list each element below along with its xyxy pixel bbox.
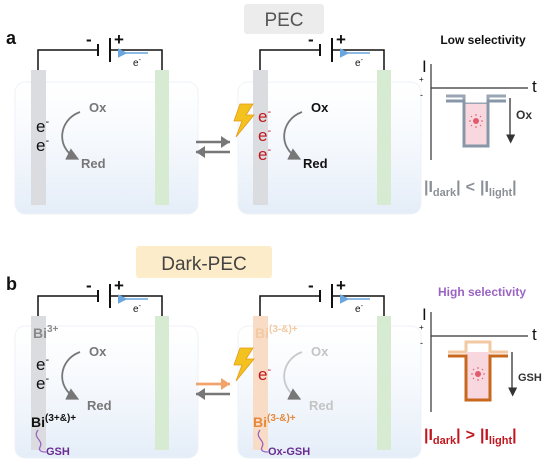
- electrolyte-container: [14, 325, 199, 459]
- ox-gsh-label: Ox-GSH: [268, 446, 310, 458]
- redox-arrow: [283, 111, 303, 160]
- cell-a2: - + e- e- e- e- Ox Red: [233, 30, 422, 215]
- minus-sign: -: [420, 338, 423, 348]
- ox-label: Ox: [311, 100, 329, 115]
- left-electrode: [253, 70, 268, 205]
- cell-b1: - + e- Bi3+ e- e- Ox Red Bi(3+&)+ GSH: [14, 276, 199, 459]
- lightning-icon: [233, 347, 255, 382]
- electrolyte-container: [237, 81, 422, 215]
- electron-3: e-: [258, 144, 271, 164]
- red-label: Red: [87, 398, 112, 413]
- equilibrium-arrows-a: [196, 136, 230, 158]
- gsh-label: GSH: [46, 446, 70, 458]
- panel-a-label: a: [6, 28, 17, 48]
- right-electrode: [377, 70, 391, 205]
- bi-top-label: Bi3+: [33, 324, 59, 341]
- wire-electron: e-: [133, 57, 142, 69]
- redox-arrow: [61, 351, 81, 400]
- current-axis-label: I: [422, 57, 427, 76]
- plus-sign: +: [419, 323, 424, 332]
- time-axis-label: t: [532, 325, 537, 344]
- red-label: Red: [309, 398, 334, 413]
- plus-sign: +: [419, 75, 424, 84]
- battery-minus: -: [86, 30, 92, 49]
- battery-plus: +: [114, 30, 124, 49]
- red-label: Red: [81, 156, 106, 171]
- bi-top-label: Bi(3-&)+: [255, 324, 298, 341]
- pec-banner: [244, 4, 324, 34]
- right-electrode: [155, 70, 169, 205]
- electron-2: e-: [36, 373, 49, 393]
- redox-arrow: [61, 111, 81, 160]
- right-electrode: [377, 316, 391, 450]
- dark-pec-banner: [136, 246, 272, 278]
- wire-electron: e-: [133, 303, 142, 315]
- pink-window: [464, 104, 488, 146]
- graph-b: High selectivity I t + - GSH |Idark|>|Il…: [419, 285, 542, 447]
- pec-banner-text: PEC: [264, 10, 303, 31]
- light-current-trace: [446, 99, 506, 148]
- selectivity-formula: |Idark|>|Ilight|: [424, 427, 517, 447]
- redox-arrow: [283, 351, 303, 400]
- light-current-trace: [448, 354, 508, 402]
- electron-1: e-: [36, 116, 49, 136]
- left-electrode: [31, 70, 46, 205]
- battery-plus: +: [336, 276, 346, 295]
- electron-1: e-: [258, 364, 271, 384]
- left-electrode: [31, 316, 46, 450]
- red-label: Red: [303, 156, 328, 171]
- electron-1: e-: [258, 106, 271, 126]
- ox-label: Ox: [311, 344, 329, 359]
- battery-minus: -: [308, 30, 314, 49]
- equilibrium-arrows-b: [196, 378, 230, 400]
- battery-plus: +: [114, 276, 124, 295]
- battery-minus: -: [308, 276, 314, 295]
- electron-1: e-: [36, 354, 49, 374]
- graph-title: Low selectivity: [440, 33, 526, 47]
- cell-a1: - + e- e- e- Ox Red: [14, 30, 199, 215]
- lightning-icon: [233, 103, 255, 138]
- graph-a: Low selectivity I t + - Ox |Idark|<|Ilig…: [419, 33, 537, 199]
- graph-title: High selectivity: [438, 285, 526, 299]
- gsh-link: [35, 429, 47, 453]
- ox-annotation: Ox: [516, 108, 532, 122]
- dark-current-trace: [448, 340, 508, 354]
- electrolyte-container: [14, 81, 199, 215]
- panel-b-label: b: [6, 274, 17, 294]
- time-axis-label: t: [532, 77, 537, 96]
- ox-label: Ox: [89, 100, 107, 115]
- wire-electron: e-: [355, 57, 364, 69]
- electron-2: e-: [36, 135, 49, 155]
- bi-bottom-label: Bi(3+&)+: [31, 413, 76, 430]
- right-electrode: [155, 316, 169, 450]
- battery-minus: -: [86, 276, 92, 295]
- dark-pec-banner-text: Dark-PEC: [161, 254, 247, 275]
- bi-bottom-label: Bi(3-&)+: [253, 413, 296, 430]
- left-electrode: [253, 316, 268, 450]
- cell-b2: - + e- Bi(3-&)+ e- Ox Red Bi(3-&)+ Ox-GS…: [233, 276, 422, 459]
- sun-icon: [475, 371, 481, 377]
- selectivity-formula: |Idark|<|Ilight|: [424, 179, 517, 199]
- oxgsh-link: [257, 429, 269, 453]
- gsh-annotation: GSH: [518, 372, 542, 384]
- battery-plus: +: [336, 30, 346, 49]
- ox-label: Ox: [89, 344, 107, 359]
- sun-icon: [473, 118, 479, 124]
- electrolyte-container: [237, 325, 422, 459]
- current-axis-label: I: [422, 305, 427, 324]
- minus-sign: -: [420, 90, 423, 100]
- electron-2: e-: [258, 125, 271, 145]
- wire-electron: e-: [355, 303, 364, 315]
